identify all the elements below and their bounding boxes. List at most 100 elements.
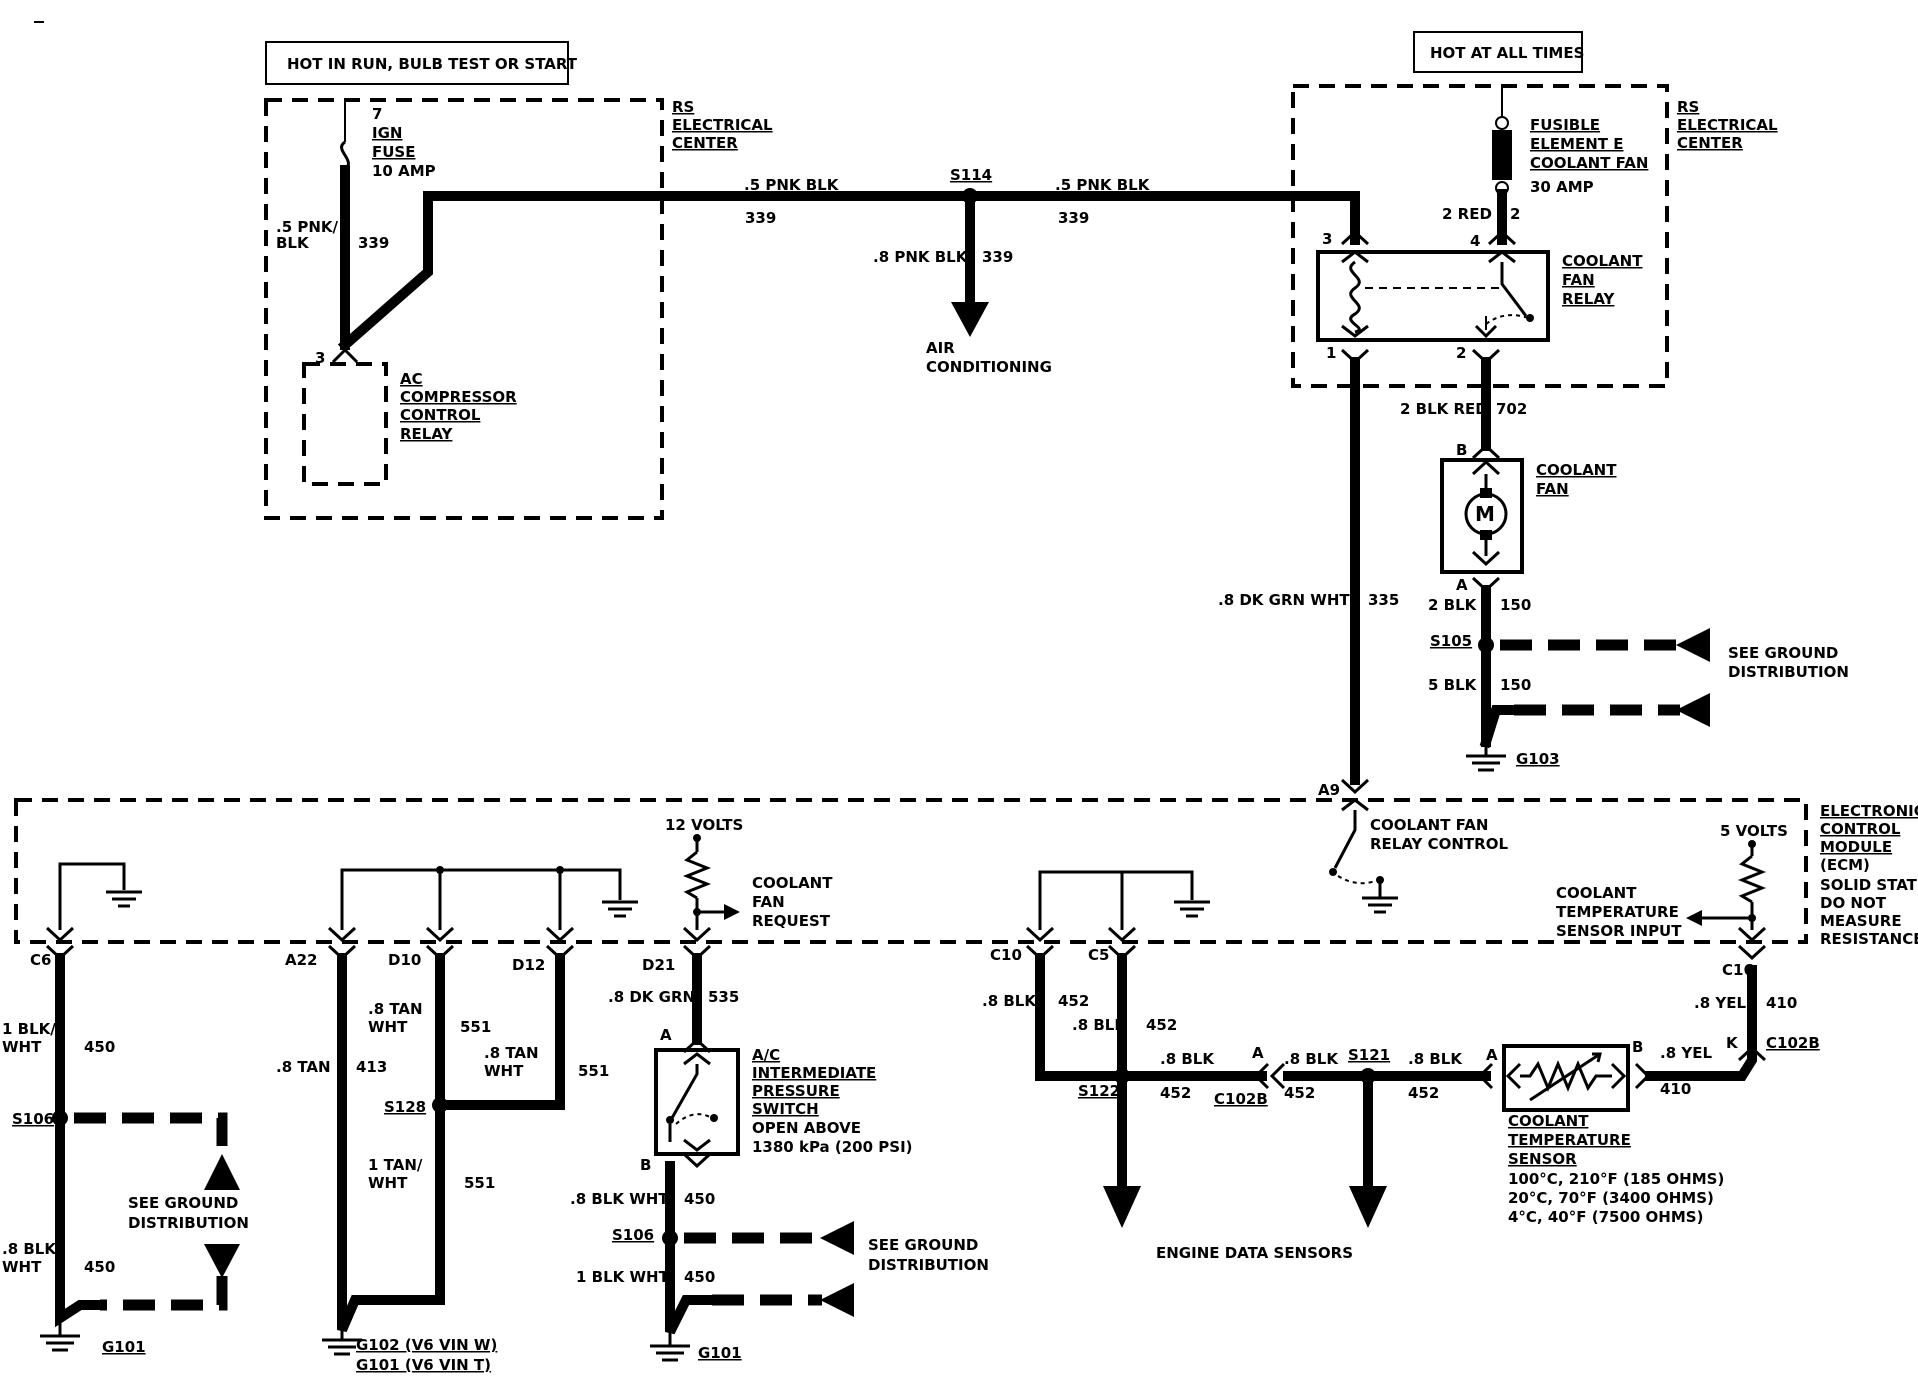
wire-a22-number: 413 [356,1058,387,1076]
c16-connector-icon [1737,944,1767,961]
c102b-left-label: C102B [1214,1090,1268,1108]
pressure-switch-label: A/C INTERMEDIATE PRESSURE SWITCH OPEN AB… [752,1046,913,1156]
wire-s128-color-2: WHT [368,1174,408,1192]
svg-text:RS: RS [672,98,694,116]
wire-red-color: 2 RED [1442,205,1492,223]
relay-pin3-inner-icon [1341,250,1369,264]
ground-dist-down-arrow-icon [204,1244,240,1278]
relay-control-ground-icon [1362,880,1398,914]
temp-input-arrow-icon [1686,910,1702,926]
relay-coil-icon [1349,260,1361,334]
ground-dist-mid-arrow-icon-1 [820,1221,854,1255]
svg-text:COOLANT FAN: COOLANT FAN [1530,154,1648,172]
wire-339-color-label-2: BLK [276,234,310,252]
c16-pullup-resistor-icon [1737,854,1767,904]
sensor-pin-b-label: B [1632,1038,1643,1056]
svg-text:SENSOR INPUT: SENSOR INPUT [1556,922,1682,940]
ground-dist-mid-arrow-icon-2 [820,1283,854,1317]
fan-pin-b-inner-icon [1471,459,1501,476]
wire-450-switch [665,1161,715,1335]
hot-in-run-label: HOT IN RUN, BULB TEST OR START [287,55,578,73]
pin-c10-label: C10 [990,946,1022,964]
c102b-left-connector-icon [1253,1062,1286,1090]
relay-switch-travel [1485,314,1529,325]
svg-text:FAN: FAN [1536,480,1569,498]
coolant-fan-relay-label: COOLANT FAN RELAY [1562,252,1643,308]
relay-switch-arm-icon [1500,262,1528,317]
ground-dist-label-right-1: SEE GROUND [1728,644,1838,662]
pressure-switch-arm-icon [670,1064,699,1119]
a9-connector-icon [1340,778,1370,795]
fan-pin-b-label: B [1456,441,1467,459]
svg-text:ELECTRICAL: ELECTRICAL [1677,116,1778,134]
splice-s128-dot [432,1097,448,1113]
wire-535-color: .8 DK GRN [608,988,695,1006]
ground-g101-mid-icon [650,1332,690,1362]
c10-c5-internal-bus [1038,870,1194,930]
svg-text:ELECTRICAL: ELECTRICAL [672,116,773,134]
ground-dist-up-arrow-icon [204,1154,240,1190]
relay-pin3-connector-icon [1340,229,1370,246]
relay-control-label: COOLANT FAN RELAY CONTROL [1370,816,1508,853]
wire-450-c6 [55,953,105,1328]
hot-at-all-times-label: HOT AT ALL TIMES [1430,44,1584,62]
d10-inner-connector-icon [425,926,455,943]
fan-motor-symbol: M [1475,502,1495,526]
svg-text:RELAY: RELAY [400,425,454,443]
wire-switch-b-color: .8 BLK WHT [570,1190,669,1208]
svg-text:ELECTRONIC: ELECTRONIC [1820,802,1918,820]
engine-sensors-arrow-icon-1 [1103,1186,1141,1228]
rs-center-left-label: RS ELECTRICAL CENTER [672,98,773,152]
wire-551-d12 [435,953,565,1110]
d21-inner-connector-icon [682,926,712,943]
relay-pin2-inner-icon [1474,324,1498,339]
svg-text:SOLID STATE: SOLID STATE [1820,876,1918,894]
switch-b-inner-icon [668,1124,711,1152]
wire-c6-number: 450 [84,1038,115,1056]
d12-inner-connector-icon [545,926,575,943]
pin-a9-label: A9 [1318,781,1340,799]
wire-a22-color: .8 TAN [276,1058,331,1076]
ground-dist-label-mid-1: SEE GROUND [868,1236,978,1254]
wire-150b-number: 150 [1500,676,1531,694]
wire-d12-color-2: WHT [484,1062,524,1080]
wire-c5-color: .8 BLK [1072,1016,1127,1034]
a22-d10-d12-internal-bus [340,868,622,930]
wire-413-551 [337,953,445,1332]
svg-text:DO NOT: DO NOT [1820,894,1887,912]
wire-339-number-label: 339 [358,234,389,252]
svg-text:A/C: A/C [752,1046,780,1064]
wire-s106m-color: 1 BLK WHT [576,1268,670,1286]
air-conditioning-label-1: AIR [926,339,955,357]
wire-150-number: 150 [1500,596,1531,614]
a22-inner-connector-icon [327,926,357,943]
svg-text:MEASURE: MEASURE [1820,912,1902,930]
pin-c6-label: C6 [30,951,51,969]
wire-s128-color-1: 1 TAN/ [368,1156,423,1174]
engine-data-sensors-label: ENGINE DATA SENSORS [1156,1244,1353,1262]
svg-text:TEMPERATURE: TEMPERATURE [1508,1131,1631,1149]
fan-pin-b-connector-icon [1471,443,1501,460]
splice-s105-dot [1478,637,1494,653]
ac-arrow-icon [951,302,989,337]
ac-relay-label: AC COMPRESSOR CONTROL RELAY [400,370,517,443]
svg-text:COOLANT: COOLANT [1508,1112,1589,1130]
wire-339-top-color-right: .5 PNK BLK [1055,176,1151,194]
svg-text:7: 7 [372,105,382,123]
wire-535-number: 535 [708,988,739,1006]
splice-s106-left-label: S106 [12,1110,54,1128]
relay-control-travel [1337,875,1379,885]
relay-switch-contact [1526,314,1534,322]
ground-g102-label: G102 (V6 VIN W) [356,1336,497,1354]
wire-ac-number: 339 [982,248,1013,266]
svg-text:FUSIBLE: FUSIBLE [1530,116,1600,134]
volts12-node [693,834,701,842]
svg-text:(ECM): (ECM) [1820,856,1870,874]
svg-text:OPEN ABOVE: OPEN ABOVE [752,1119,861,1137]
wire-s128-number: 551 [464,1174,495,1192]
d21-pullup-resistor-icon [682,850,712,900]
c6-internal-wire [58,862,126,930]
wire-335-color: .8 DK GRN WHT [1218,591,1350,609]
pressure-switch-box [654,1048,740,1156]
ecm-label: ELECTRONIC CONTROL MODULE (ECM) SOLID ST… [1820,802,1918,948]
